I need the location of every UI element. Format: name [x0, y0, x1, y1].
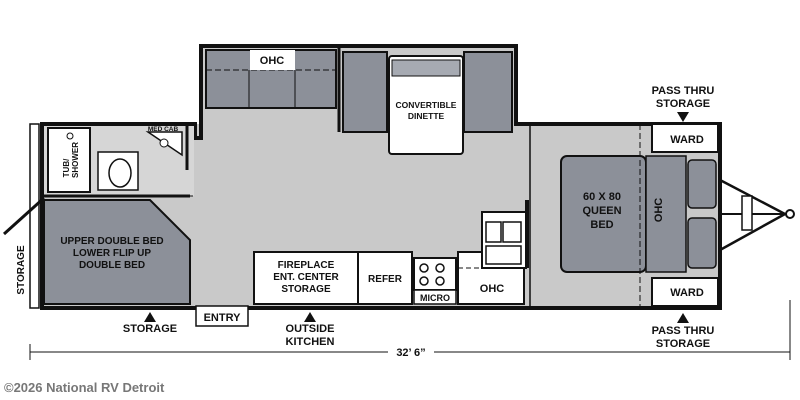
outside-kitchen-label-1: OUTSIDE [286, 323, 335, 335]
copyright-credit: ©2026 National RV Detroit [4, 380, 165, 395]
wardrobe-bottom [651, 277, 719, 307]
med-cab-label: MED CAB [148, 126, 179, 133]
convertible-dinette-label-1: CONVERTIBLE [396, 100, 457, 110]
storage-bottom-arrow-icon [144, 312, 156, 322]
convertible-dinette-label-2: DINETTE [408, 111, 445, 121]
ward-bottom-label: WARD [670, 287, 704, 299]
bunk-label-1: UPPER DOUBLE BED [60, 236, 163, 247]
hitch-coupler [785, 209, 795, 219]
outside-kitchen-arrow-icon [304, 312, 316, 322]
refer-label: REFER [368, 274, 403, 285]
exterior-wall [40, 44, 722, 310]
ohc-top-label: OHC [260, 55, 285, 67]
bunk-label-2: LOWER FLIP UP [73, 248, 151, 259]
entry-door [195, 305, 249, 327]
fireplace-label-3: STORAGE [281, 284, 331, 295]
sink-basin [502, 221, 522, 243]
entry-label: ENTRY [204, 312, 242, 324]
ohc-label-bg [250, 50, 295, 70]
kitchen-sink [481, 211, 527, 269]
queen-label-2: QUEEN [582, 205, 621, 217]
burner-icon [419, 276, 429, 286]
pass-thru-top-label-1: PASS THRU [652, 85, 715, 97]
tub-drain [66, 132, 74, 140]
burner-icon [435, 276, 445, 286]
bed-ohc [645, 155, 687, 273]
pass-thru-bottom-label-1: PASS THRU [652, 325, 715, 337]
ohc-kitchen-label: OHC [480, 283, 505, 295]
length-label: 32’ 6” [396, 347, 425, 359]
fireplace-label-2: ENT. CENTER [273, 272, 339, 283]
sink-basin [485, 221, 502, 243]
microwave [413, 289, 457, 305]
propane-tank [741, 195, 753, 231]
bunk-bed [43, 199, 191, 305]
ward-top-label: WARD [670, 134, 704, 146]
nightstand-bottom [687, 217, 717, 269]
sink-icon [159, 138, 169, 148]
sink-basin [485, 245, 522, 265]
queen-label-1: 60 X 80 [583, 191, 621, 203]
dinette-seat-right [463, 51, 513, 133]
micro-label: MICRO [420, 293, 450, 303]
wardrobe-top [651, 123, 719, 153]
pass-thru-bottom-arrow-icon [677, 313, 689, 323]
pass-thru-top-arrow-icon [677, 112, 689, 122]
storage-side-label: STORAGE [16, 245, 27, 295]
pass-thru-top-label-2: STORAGE [656, 98, 710, 110]
stove [413, 257, 457, 291]
storage-bottom-label: STORAGE [123, 323, 177, 335]
fireplace-ent-center [253, 251, 359, 305]
tub-shower-label-2: SHOWER [71, 142, 80, 178]
toilet [108, 158, 132, 188]
tub-shower-label-1: TUB/ [62, 158, 71, 177]
dimension-label-bg [388, 344, 434, 358]
storage-door [2, 196, 46, 236]
bunk-label-3: DOUBLE BED [79, 260, 145, 271]
refrigerator [357, 251, 413, 305]
dinette-seat-left [342, 51, 388, 133]
dinette-back-cushion [391, 59, 461, 77]
rear-bumper [29, 123, 40, 309]
burner-icon [419, 263, 429, 273]
ohc-bed-label: OHC [653, 198, 665, 223]
nightstand-top [687, 159, 717, 209]
queen-label-3: BED [590, 219, 613, 231]
pass-thru-bottom-label-2: STORAGE [656, 338, 710, 350]
fireplace-label-1: FIREPLACE [278, 260, 335, 271]
burner-icon [435, 263, 445, 273]
outside-kitchen-label-2: KITCHEN [286, 336, 335, 348]
dinette-table [388, 55, 464, 155]
